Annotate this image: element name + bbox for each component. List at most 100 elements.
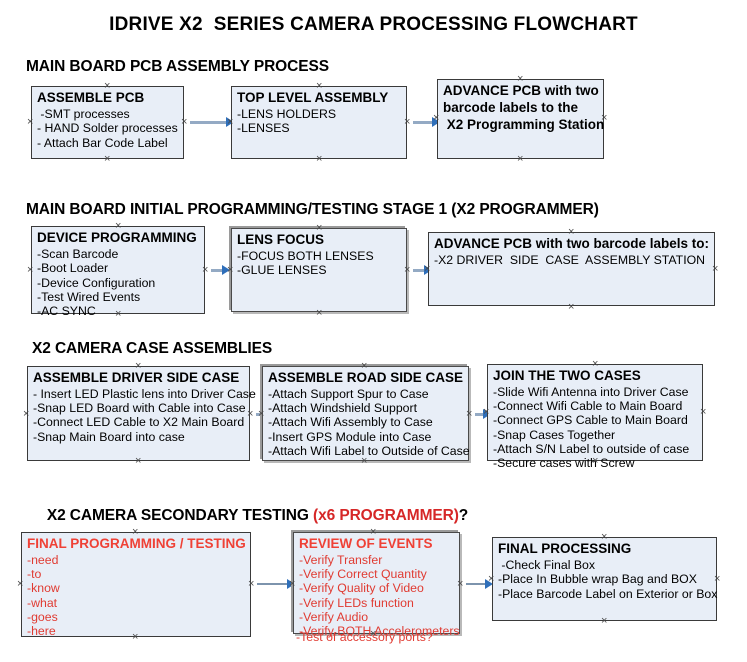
process-box-assemble-pcb[interactable]: ASSEMBLE PCB -SMT processes - HAND Solde… bbox=[31, 86, 184, 159]
connector-handle[interactable] bbox=[517, 155, 523, 163]
connector-handle[interactable] bbox=[700, 408, 706, 416]
page-title: IDRIVE X2 SERIES CAMERA PROCESSING FLOWC… bbox=[109, 14, 638, 35]
box-line: -here bbox=[27, 624, 56, 639]
connector-handle[interactable] bbox=[592, 457, 598, 465]
box-line: -Slide Wifi Antenna into Driver Case bbox=[493, 384, 689, 399]
connector-handle[interactable] bbox=[316, 82, 322, 90]
connector-handle[interactable] bbox=[289, 580, 295, 588]
box-line: -Verify Correct Quantity bbox=[299, 567, 427, 582]
connector-handle[interactable] bbox=[457, 580, 463, 588]
connector-handle[interactable] bbox=[135, 457, 141, 465]
process-box-device-programming[interactable]: DEVICE PROGRAMMING -Scan Barcode -Boot L… bbox=[31, 226, 205, 318]
box-line: -Insert GPS Module into Case bbox=[268, 429, 432, 444]
connector-handle[interactable] bbox=[316, 309, 322, 317]
connector-handle[interactable] bbox=[424, 265, 430, 273]
connector-handle[interactable] bbox=[370, 630, 376, 638]
connector-handle[interactable] bbox=[316, 224, 322, 232]
connector-handle[interactable] bbox=[370, 528, 376, 536]
connector-handle[interactable] bbox=[23, 410, 29, 418]
connector-handle[interactable] bbox=[404, 266, 410, 274]
connector-handle[interactable] bbox=[361, 457, 367, 465]
connector-handle[interactable] bbox=[601, 533, 607, 541]
connector-handle[interactable] bbox=[433, 114, 439, 122]
box-line: -Attach Wifi Label to Outside of Case bbox=[268, 443, 470, 458]
process-box-final-programming-testing[interactable]: FINAL PROGRAMMING / TESTING -need -to -k… bbox=[21, 532, 251, 639]
process-box-top-level-assembly[interactable]: TOP LEVEL ASSEMBLY -LENS HOLDERS -LENSES bbox=[231, 86, 407, 159]
connector-handle[interactable] bbox=[488, 575, 494, 583]
box-title: LENS FOCUS bbox=[237, 232, 325, 247]
box-line: -Device Configuration bbox=[37, 275, 156, 290]
box-line: -Attach S/N Label to outside of case bbox=[493, 441, 690, 456]
connector-line bbox=[413, 269, 426, 272]
connector-line bbox=[190, 121, 228, 124]
connector-handle[interactable] bbox=[104, 155, 110, 163]
box-line: -AC SYNC bbox=[37, 304, 96, 319]
connector-handle[interactable] bbox=[132, 633, 138, 641]
process-box-lens-focus[interactable]: LENS FOCUS -FOCUS BOTH LENSES -GLUE LENS… bbox=[231, 228, 407, 312]
process-box-assemble-road-side-case[interactable]: ASSEMBLE ROAD SIDE CASE -Attach Support … bbox=[262, 366, 470, 461]
box-title: REVIEW OF EVENTS bbox=[299, 536, 433, 551]
connector-handle[interactable] bbox=[202, 266, 208, 274]
connector-handle[interactable] bbox=[132, 528, 138, 536]
box-line: -FOCUS BOTH LENSES bbox=[237, 248, 374, 263]
box-line: -to bbox=[27, 567, 42, 582]
connector-handle[interactable] bbox=[227, 266, 233, 274]
connector-handle[interactable] bbox=[466, 410, 472, 418]
connector-handle[interactable] bbox=[17, 580, 23, 588]
box-title: ASSEMBLE PCB bbox=[37, 90, 145, 105]
connector-handle[interactable] bbox=[361, 362, 367, 370]
connector-handle[interactable] bbox=[227, 118, 233, 126]
connector-handle[interactable] bbox=[258, 410, 264, 418]
connector-handle[interactable] bbox=[517, 75, 523, 83]
connector-handle[interactable] bbox=[248, 580, 254, 588]
box-line: -Attach Wifi Assembly to Case bbox=[268, 415, 433, 430]
connector-handle[interactable] bbox=[27, 266, 33, 274]
connector-line bbox=[211, 269, 224, 272]
connector-handle[interactable] bbox=[135, 362, 141, 370]
connector-line bbox=[466, 583, 487, 585]
connector-handle[interactable] bbox=[115, 222, 121, 230]
connector-handle[interactable] bbox=[104, 82, 110, 90]
connector-handle[interactable] bbox=[601, 114, 607, 122]
box-line: -know bbox=[27, 581, 60, 596]
box-line: -what bbox=[27, 595, 58, 610]
process-box-review-of-events[interactable]: REVIEW OF EVENTS -Verify Transfer -Verif… bbox=[293, 532, 460, 638]
connector-handle[interactable] bbox=[483, 408, 489, 416]
process-box-assemble-driver-side-case[interactable]: ASSEMBLE DRIVER SIDE CASE - Insert LED P… bbox=[27, 366, 256, 461]
section-heading-3: X2 CAMERA CASE ASSEMBLIES bbox=[32, 340, 273, 357]
box-title: ADVANCE PCB with two bbox=[443, 83, 599, 98]
section-heading-4-suffix: ? bbox=[458, 507, 469, 524]
box-line: -Snap Cases Together bbox=[493, 427, 616, 442]
connector-handle[interactable] bbox=[115, 310, 121, 318]
section-heading-4-red: (x6 PROGRAMMER) bbox=[313, 507, 459, 524]
box-line: -Scan Barcode bbox=[37, 246, 119, 261]
box-line: -SMT processes bbox=[37, 106, 130, 121]
process-box-advance-pcb-driver-side-case[interactable]: ADVANCE PCB with two barcode labels to: … bbox=[428, 232, 715, 306]
connector-handle[interactable] bbox=[568, 228, 574, 236]
connector-handle[interactable] bbox=[181, 118, 187, 126]
connector-arrow-icon bbox=[222, 265, 230, 275]
connector-handle[interactable] bbox=[568, 303, 574, 311]
connector-handle[interactable] bbox=[27, 118, 33, 126]
connector-handle[interactable] bbox=[712, 265, 718, 273]
process-box-advance-pcb-programming-station[interactable]: ADVANCE PCB with two barcode labels to t… bbox=[437, 79, 604, 159]
connector-handle[interactable] bbox=[601, 617, 607, 625]
connector-handle[interactable] bbox=[404, 118, 410, 126]
section-heading-1: MAIN BOARD PCB ASSEMBLY PROCESS bbox=[26, 58, 329, 75]
connector-handle[interactable] bbox=[316, 155, 322, 163]
box-title: JOIN THE TWO CASES bbox=[493, 368, 641, 383]
box-line: -Attach Windshield Support bbox=[268, 401, 418, 416]
connector-handle[interactable] bbox=[714, 575, 720, 583]
box-title: ASSEMBLE DRIVER SIDE CASE bbox=[33, 370, 240, 385]
box-line: -Connect LED Cable to X2 Main Board bbox=[33, 415, 245, 430]
box-title: ASSEMBLE ROAD SIDE CASE bbox=[268, 370, 464, 385]
box-line: -Connect Wifi Cable to Main Board bbox=[493, 399, 683, 414]
box-title: FINAL PROCESSING bbox=[498, 541, 632, 556]
box-line: -Test Wired Events bbox=[37, 289, 141, 304]
connector-handle[interactable] bbox=[592, 360, 598, 368]
connector-handle[interactable] bbox=[247, 410, 253, 418]
process-box-join-the-two-cases[interactable]: JOIN THE TWO CASES -Slide Wifi Antenna i… bbox=[487, 364, 703, 470]
process-box-final-processing[interactable]: FINAL PROCESSING -Check Final Box -Place… bbox=[492, 537, 717, 621]
box-line: -Verify BOTH Accelerometers bbox=[299, 624, 460, 639]
